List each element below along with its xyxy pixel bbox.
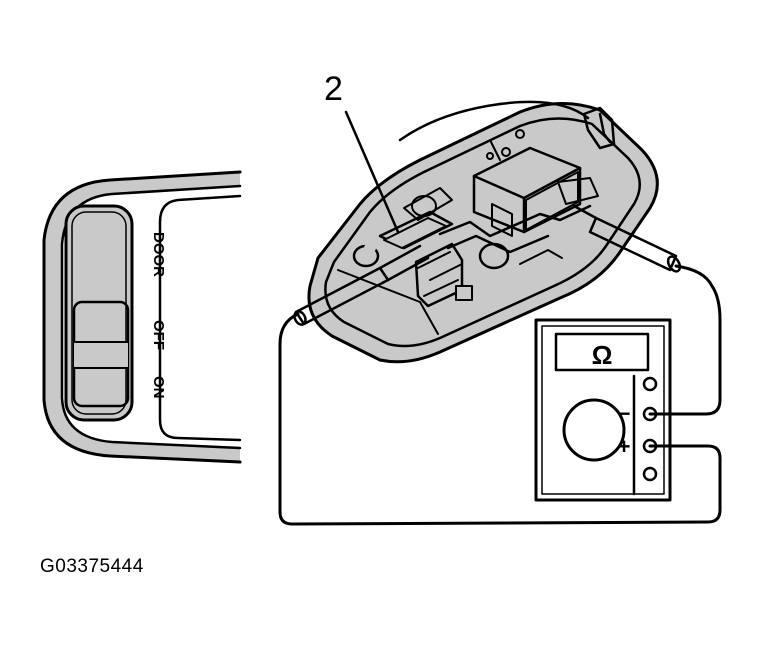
switch-connector <box>378 210 473 308</box>
meter-display <box>554 332 650 372</box>
ohm-symbol: Ω <box>592 340 613 370</box>
ohmmeter: Ω − + <box>534 318 672 502</box>
callout-number: 2 <box>324 70 343 108</box>
terminal-top <box>642 376 658 392</box>
terminal-plus <box>642 438 658 454</box>
minus-label: − <box>618 401 631 426</box>
switch-label-on: ON <box>150 376 167 399</box>
probe-left <box>293 244 430 326</box>
dome-lamp-assembly <box>307 100 659 364</box>
test-lead-minus <box>648 264 722 416</box>
figure-id: G03375444 <box>40 556 144 577</box>
plus-label: + <box>618 434 631 459</box>
probe-right <box>572 204 682 273</box>
terminal-bottom <box>642 466 658 482</box>
test-lead-plus <box>278 312 722 526</box>
terminal-minus <box>642 406 658 422</box>
switch-label-door: DOOR <box>150 232 167 277</box>
switch-label-off: OFF <box>150 320 167 350</box>
switch-housing: ON OFF DOOR <box>42 170 242 464</box>
selector-dial <box>562 398 626 462</box>
bulb-socket <box>352 187 510 270</box>
lead-connector <box>398 100 616 150</box>
callout-leader <box>344 110 400 234</box>
slide-switch <box>64 204 134 422</box>
